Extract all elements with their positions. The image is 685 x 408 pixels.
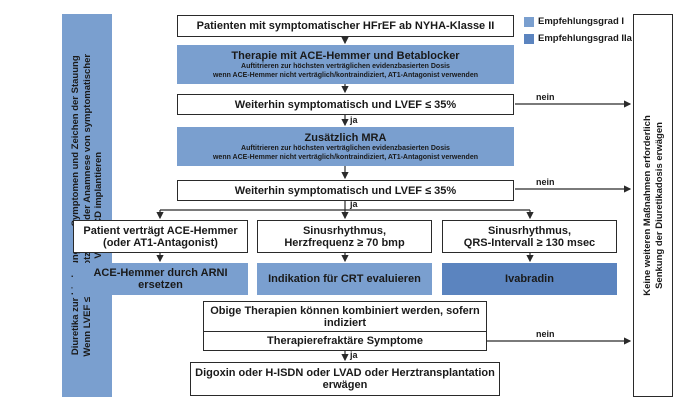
yes-label-2: ja bbox=[350, 199, 358, 209]
therapy-mra-box: Zusätzlich MRA Auftitrieren zur höchsten… bbox=[177, 127, 514, 166]
action-arni: ACE-Hemmer durch ARNI ersetzen bbox=[73, 263, 248, 295]
action-crt: Indikation für CRT evaluieren bbox=[257, 263, 432, 295]
therapy-ace-beta-box: Therapie mit ACE-Hemmer und Betablocker … bbox=[177, 45, 514, 84]
check-box-2: Weiterhin symptomatisch und LVEF ≤ 35% bbox=[177, 180, 514, 201]
condition-qrs: Sinusrhythmus, QRS-Intervall ≥ 130 msec bbox=[442, 220, 617, 253]
refractory-box: Therapierefraktäre Symptome bbox=[203, 331, 487, 351]
final-box: Digoxin oder H-ISDN oder LVAD oder Herzt… bbox=[190, 362, 500, 396]
check-box-1: Weiterhin symptomatisch und LVEF ≤ 35% bbox=[177, 94, 514, 115]
right-panel: Keine weiteren Maßnahmen erforderlich Se… bbox=[633, 14, 673, 397]
legend-label-grade-2a: Empfehlungsgrad IIa bbox=[538, 33, 632, 44]
no-label-1: nein bbox=[536, 92, 555, 102]
no-label-3: nein bbox=[536, 329, 555, 339]
left-panel: Diuretika zur Linderung von Symptomen un… bbox=[62, 14, 112, 397]
legend-swatch-grade-1 bbox=[524, 17, 534, 27]
yes-label-1: ja bbox=[350, 115, 358, 125]
legend-label-grade-1: Empfehlungsgrad I bbox=[538, 16, 625, 27]
legend-swatch-grade-2a bbox=[524, 34, 534, 44]
action-ivabradin: Ivabradin bbox=[442, 263, 617, 295]
condition-heart-rate: Sinusrhythmus, Herzfrequenz ≥ 70 bmp bbox=[257, 220, 432, 253]
yes-label-3: ja bbox=[350, 350, 358, 360]
no-label-2: nein bbox=[536, 177, 555, 187]
start-box: Patienten mit symptomatischer HFrEF ab N… bbox=[177, 15, 514, 37]
condition-ace-tolerated: Patient verträgt ACE-Hemmer (oder AT1-An… bbox=[73, 220, 248, 253]
